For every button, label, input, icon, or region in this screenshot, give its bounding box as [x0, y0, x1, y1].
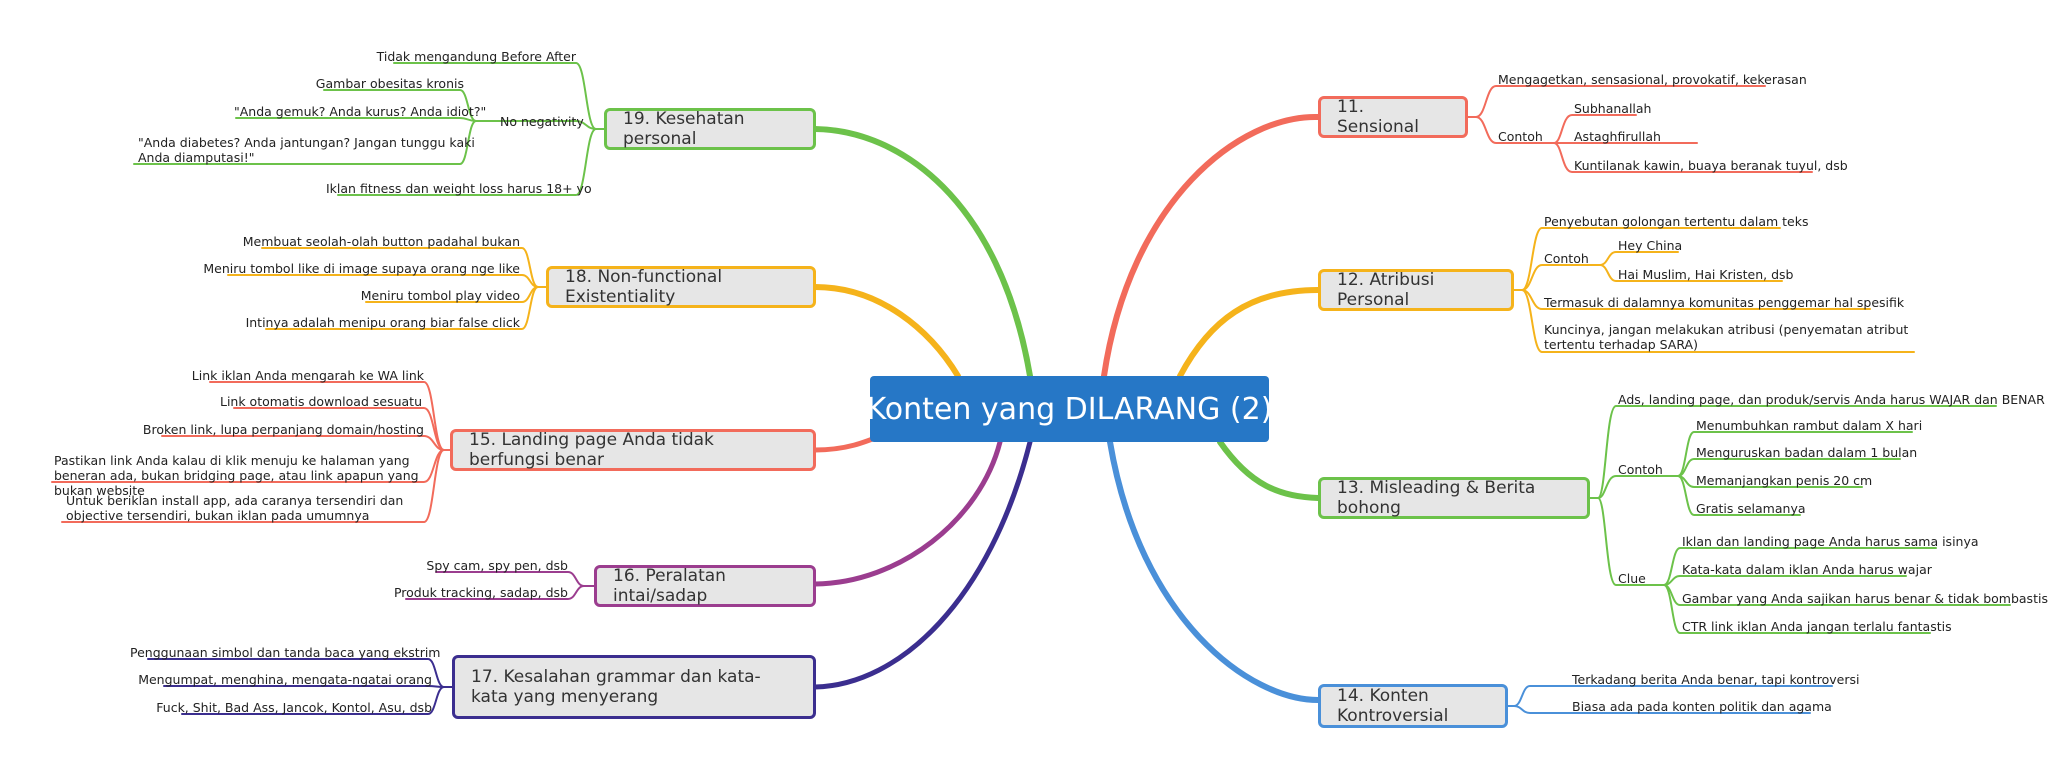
topic-13-example: Gratis selamanya	[1696, 501, 1806, 516]
topic-18-item: Meniru tombol play video	[360, 288, 520, 303]
topic-15-item: Pastikan link Anda kalau di klik menuju …	[54, 453, 419, 498]
topic-13-clue-item: Iklan dan landing page Anda harus sama i…	[1682, 534, 1979, 549]
topic-15-item: Link iklan Anda mengarah ke WA link	[191, 368, 424, 383]
topic-13-clue-item: Kata-kata dalam iklan Anda harus wajar	[1682, 562, 1932, 577]
topic-16-peralatan-intai[interactable]: 16. Peralatan intai/sadap	[594, 565, 816, 607]
topic-13-clue-item: CTR link iklan Anda jangan terlalu fanta…	[1682, 619, 1952, 634]
topic-13-contoh: Contoh	[1618, 462, 1663, 477]
topic-13-example: Memanjangkan penis 20 cm	[1696, 473, 1873, 488]
topic-19-negativity-item: Gambar obesitas kronis	[315, 76, 464, 91]
topic-13-item: Ads, landing page, dan produk/servis And…	[1618, 392, 2045, 407]
topic-16-item: Spy cam, spy pen, dsb	[426, 558, 568, 573]
topic-17-item: Mengumpat, menghina, mengata-ngatai oran…	[138, 672, 432, 687]
topic-11-sensional[interactable]: 11. Sensional	[1318, 96, 1468, 138]
topic-13-clue: Clue	[1618, 571, 1646, 586]
topic-12-item: Kuncinya, jangan melakukan atribusi (pen…	[1544, 322, 1909, 352]
topic-12-example: Hey China	[1618, 238, 1683, 253]
topic-19-item: Tidak mengandung Before After	[376, 49, 576, 64]
topic-14-konten-kontroversial[interactable]: 14. Konten Kontroversial	[1318, 684, 1508, 728]
topic-15-item: Untuk beriklan install app, ada caranya …	[66, 493, 404, 523]
topic-17-kesalahan-grammar[interactable]: 17. Kesalahan grammar dan kata-kata yang…	[452, 655, 816, 719]
topic-13-clue-item: Gambar yang Anda sajikan harus benar & t…	[1682, 591, 2048, 606]
topic-19-negativity-item: "Anda gemuk? Anda kurus? Anda idiot?"	[234, 104, 487, 119]
topic-12-item: Termasuk di dalamnya komunitas penggemar…	[1544, 295, 1905, 310]
topic-19-no-negativity: No negativity	[500, 114, 584, 129]
topic-15-landing-page[interactable]: 15. Landing page Anda tidak berfungsi be…	[450, 429, 816, 471]
topic-15-item: Link otomatis download sesuatu	[219, 394, 422, 409]
central-topic[interactable]: Konten yang DILARANG (2)	[867, 376, 1272, 442]
topic-13-example: Menumbuhkan rambut dalam X hari	[1696, 418, 1923, 433]
topic-16-item: Produk tracking, sadap, dsb	[393, 585, 568, 600]
topic-12-contoh: Contoh	[1544, 251, 1589, 266]
topic-12-item: Penyebutan golongan tertentu dalam teks	[1544, 214, 1809, 229]
topic-18-item: Membuat seolah-olah button padahal bukan	[242, 234, 520, 249]
topic-11-item: Mengagetkan, sensasional, provokatif, ke…	[1498, 72, 1807, 87]
topic-17-item: Fuck, Shit, Bad Ass, Jancok, Kontol, Asu…	[156, 700, 432, 715]
topic-13-example: Menguruskan badan dalam 1 bulan	[1696, 445, 1918, 460]
topic-15-item: Broken link, lupa perpanjang domain/host…	[142, 422, 424, 437]
topic-12-atribusi-personal[interactable]: 12. Atribusi Personal	[1318, 269, 1514, 311]
topic-19-kesehatan-personal[interactable]: 19. Kesehatan personal	[604, 108, 816, 150]
topic-11-example: Astaghfirullah	[1574, 129, 1661, 144]
topic-18-item: Intinya adalah menipu orang biar false c…	[245, 315, 520, 330]
topic-14-item: Biasa ada pada konten politik dan agama	[1572, 699, 1832, 714]
topic-19-negativity-item: "Anda diabetes? Anda jantungan? Jangan t…	[138, 135, 475, 165]
topic-18-non-functional[interactable]: 18. Non-functional Existentiality	[546, 266, 816, 308]
topic-11-example: Subhanallah	[1574, 101, 1652, 116]
topic-11-contoh: Contoh	[1498, 129, 1543, 144]
topic-19-item: Iklan fitness dan weight loss harus 18+ …	[326, 181, 592, 196]
topic-11-example: Kuntilanak kawin, buaya beranak tuyul, d…	[1574, 158, 1848, 173]
topic-18-item: Meniru tombol like di image supaya orang…	[203, 261, 520, 276]
topic-12-example: Hai Muslim, Hai Kristen, dsb	[1618, 267, 1794, 282]
topic-13-misleading[interactable]: 13. Misleading & Berita bohong	[1318, 477, 1590, 519]
topic-14-item: Terkadang berita Anda benar, tapi kontro…	[1572, 672, 1860, 687]
topic-17-item: Penggunaan simbol dan tanda baca yang ek…	[130, 645, 441, 660]
